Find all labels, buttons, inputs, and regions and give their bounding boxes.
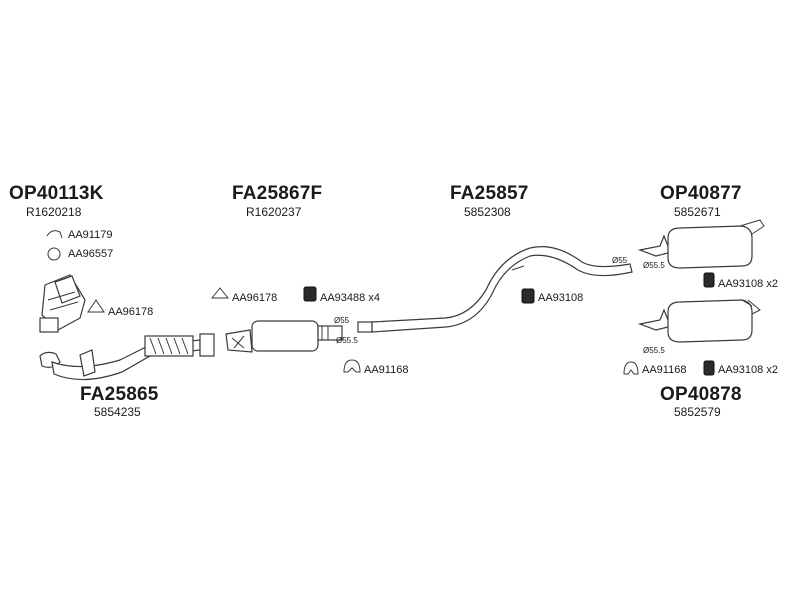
rear-silencer-bottom-drawing [637,299,761,343]
accessory-label-aa96178-left: AA96178 [108,306,154,318]
accessory-label-aa93108-top: AA93108 x2 [718,278,778,290]
part-ref-fa25867f: R1620237 [246,205,302,219]
accessory-label-aa93108-bottom: AA93108 x2 [718,364,778,376]
accessory-label-aa91168-mid: AA91168 [364,364,409,376]
ring-icon-aa96557 [47,247,61,261]
accessory-label-aa91179: AA91179 [68,229,113,241]
hanger-icon-aa93108-bottom [703,360,715,376]
part-code-fa25867f: FA25867F [232,183,323,204]
clamp-icon-aa91179 [46,230,63,239]
accessory-label-aa96178-mid: AA96178 [232,292,278,304]
center-muffler-drawing [225,320,343,353]
gasket-icon-aa96178-mid [210,287,230,299]
clamp-icon-aa91168-mid [343,359,361,373]
part-ref-op40878: 5852579 [674,405,721,419]
part-code-fa25865: FA25865 [80,384,159,405]
hanger-icon-aa93108-mid [521,288,535,304]
diameter-label-pipe-55: Ø55 [612,256,628,265]
front-pipe-drawing [39,333,215,381]
hanger-icon-aa93108-top [703,272,715,288]
diameter-label-mid-55: Ø55 [334,316,350,325]
part-code-op40113k: OP40113K [9,183,104,204]
gasket-icon-aa96178-left [87,299,105,313]
diameter-label-top-55-5: Ø55.5 [643,261,665,270]
diameter-label-bottom-55-5: Ø55.5 [643,346,665,355]
part-code-op40877: OP40877 [660,183,742,204]
intermediate-pipe-drawing [357,246,633,333]
rear-silencer-top-drawing [637,219,765,269]
part-ref-fa25865: 5854235 [94,405,141,419]
diameter-label-mid-55-5: Ø55.5 [336,336,358,345]
accessory-label-aa93108-mid: AA93108 [538,292,584,304]
part-ref-op40113k: R1620218 [26,205,82,219]
clamp-icon-aa91168-right [623,361,639,375]
accessory-label-aa96557: AA96557 [68,248,114,260]
accessory-label-aa93488: AA93488 x4 [320,292,380,304]
part-code-fa25857: FA25857 [450,183,529,204]
accessory-label-aa91168-right: AA91168 [642,364,687,376]
hanger-icon-aa93488 [303,286,317,302]
catalytic-converter-drawing [39,274,86,333]
part-ref-fa25857: 5852308 [464,205,511,219]
part-ref-op40877: 5852671 [674,205,721,219]
part-code-op40878: OP40878 [660,384,742,405]
